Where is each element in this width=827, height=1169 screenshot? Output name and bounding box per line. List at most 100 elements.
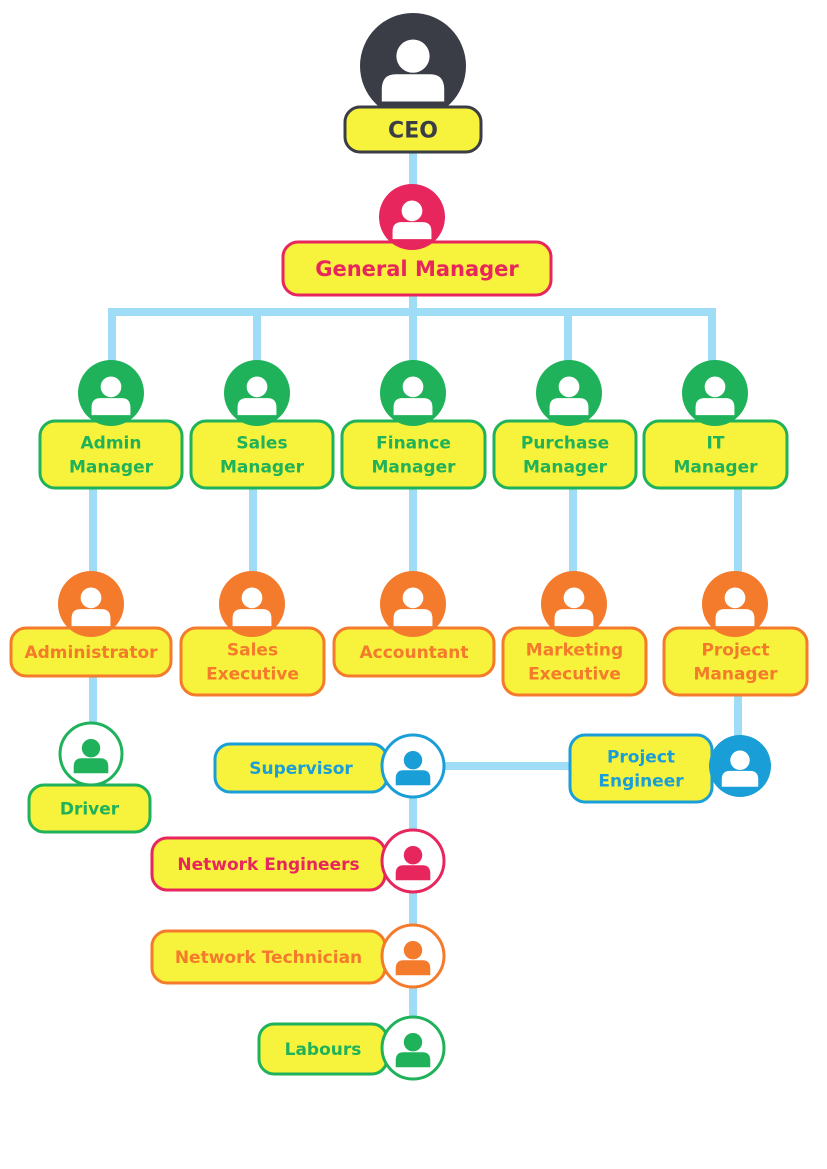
- label-line: Sales: [227, 641, 278, 661]
- label-line: Network Technician: [175, 948, 362, 968]
- user-icon: [721, 750, 759, 787]
- label-line: Project: [607, 748, 675, 768]
- label-driver: Driver: [60, 800, 120, 820]
- label-line: General Manager: [315, 257, 519, 281]
- label-line: CEO: [388, 118, 438, 143]
- user-icon: [91, 376, 131, 416]
- label-line: Manager: [673, 458, 758, 478]
- avatar-marketing-executive: [541, 571, 607, 637]
- node-network-engineers: Network Engineers: [150, 828, 446, 894]
- connector-lines: [89, 146, 742, 1022]
- label-labours: Labours: [285, 1040, 362, 1060]
- label-administrator: Administrator: [24, 643, 158, 663]
- label-line: Manager: [693, 665, 778, 685]
- label-line: Manager: [523, 458, 608, 478]
- user-icon: [393, 587, 433, 627]
- label-network-engineers: Network Engineers: [177, 855, 359, 875]
- node-supervisor: Supervisor: [213, 733, 446, 799]
- label-line: Accountant: [359, 643, 468, 663]
- label-line: Manager: [220, 458, 305, 478]
- label-box-marketing-executive: [501, 626, 648, 697]
- label-supervisor: Supervisor: [249, 759, 353, 779]
- label-box-project-engineer: [568, 733, 714, 804]
- label-line: Purchase: [521, 434, 609, 454]
- user-icon: [715, 587, 755, 627]
- label-line: Network Engineers: [177, 855, 359, 875]
- label-line: Driver: [60, 800, 120, 820]
- user-icon: [695, 376, 735, 416]
- label-line: Executive: [206, 665, 299, 685]
- avatar-ceo: [360, 13, 466, 119]
- label-general-manager: General Manager: [315, 257, 519, 281]
- avatar-network-technician: [380, 923, 446, 989]
- user-icon: [73, 738, 109, 774]
- user-icon: [395, 750, 431, 786]
- avatar-network-engineers: [380, 828, 446, 894]
- node-it-manager: IT Manager: [642, 360, 789, 490]
- node-ceo: CEO: [343, 13, 483, 154]
- node-administrator: Administrator: [9, 571, 173, 678]
- label-line: Marketing: [526, 641, 623, 661]
- label-line: Administrator: [24, 643, 158, 663]
- avatar-purchase-manager: [536, 360, 602, 426]
- avatar-labours: [380, 1015, 446, 1081]
- label-box-purchase-manager: [492, 419, 638, 490]
- label-network-technician: Network Technician: [175, 948, 362, 968]
- label-line: Executive: [528, 665, 621, 685]
- user-icon: [395, 940, 431, 976]
- user-icon: [392, 200, 432, 240]
- label-line: IT: [707, 434, 725, 454]
- avatar-sales-executive: [219, 571, 285, 637]
- label-line: Finance: [376, 434, 451, 454]
- label-box-admin-manager: [38, 419, 184, 490]
- user-icon: [381, 39, 445, 102]
- label-box-project-manager: [662, 626, 809, 697]
- label-ceo: CEO: [388, 118, 438, 143]
- label-box-ceo: [343, 105, 483, 154]
- avatar-driver: [58, 721, 124, 787]
- avatar-it-manager: [682, 360, 748, 426]
- node-general-manager: General Manager: [281, 184, 553, 297]
- node-driver: Driver: [27, 721, 152, 834]
- user-icon: [549, 376, 589, 416]
- label-line: Manager: [69, 458, 154, 478]
- label-line: Project: [701, 641, 769, 661]
- user-icon: [395, 1032, 431, 1068]
- avatar-general-manager: [379, 184, 445, 250]
- label-line: Admin: [81, 434, 142, 454]
- avatar-sales-manager: [224, 360, 290, 426]
- label-box-sales-manager: [189, 419, 335, 490]
- avatar-supervisor: [380, 733, 446, 799]
- user-icon: [237, 376, 277, 416]
- avatar-project-manager: [702, 571, 768, 637]
- node-accountant: Accountant: [332, 571, 496, 678]
- avatar-admin-manager: [78, 360, 144, 426]
- user-icon: [232, 587, 272, 627]
- user-icon: [395, 845, 431, 881]
- avatar-accountant: [380, 571, 446, 637]
- label-line: Labours: [285, 1040, 362, 1060]
- user-icon: [393, 376, 433, 416]
- node-network-technician: Network Technician: [150, 923, 446, 989]
- label-line: Engineer: [598, 772, 684, 792]
- label-accountant: Accountant: [359, 643, 468, 663]
- node-labours: Labours: [257, 1015, 446, 1081]
- label-line: Sales: [236, 434, 287, 454]
- label-box-sales-executive: [179, 626, 326, 697]
- avatar-finance-manager: [380, 360, 446, 426]
- label-box-finance-manager: [340, 419, 487, 490]
